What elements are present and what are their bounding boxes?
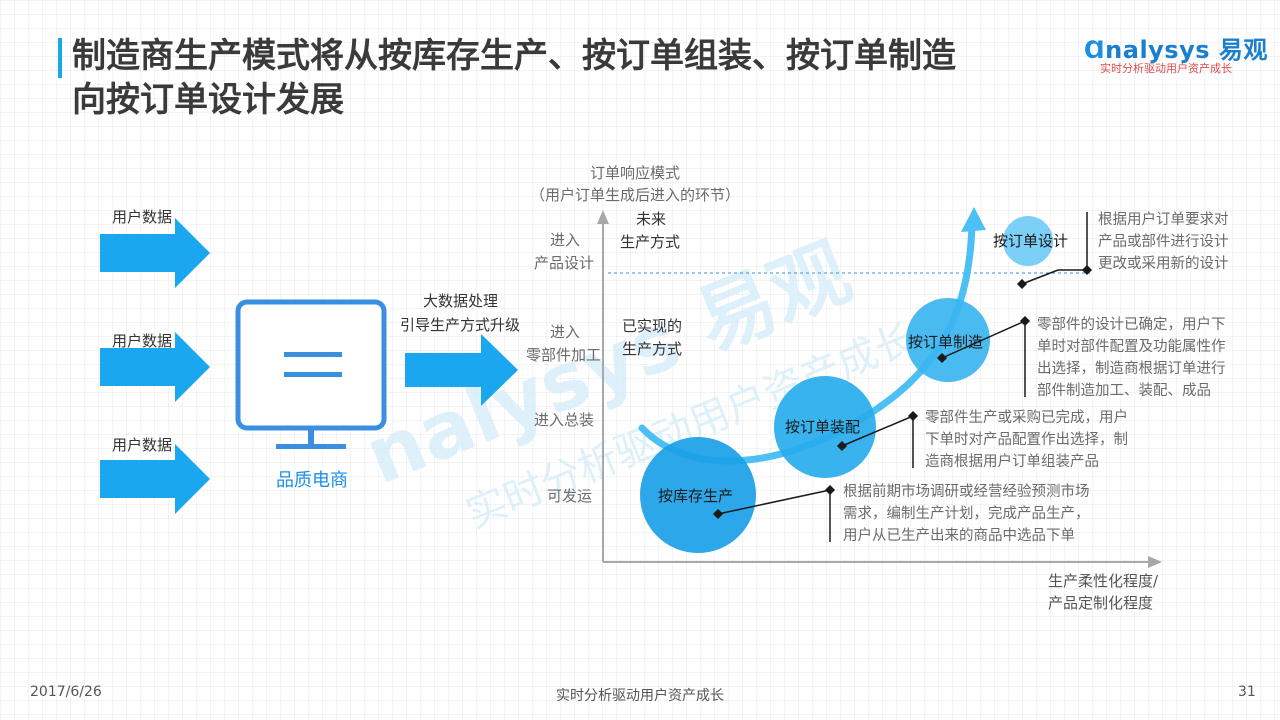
connector-build-to-stock xyxy=(712,484,836,542)
input-label-1: 用户数据 xyxy=(112,208,173,226)
x-axis-arrowhead xyxy=(1148,556,1162,568)
stage-desc-line: 出选择，制造商根据订单进行 xyxy=(1037,361,1226,377)
stage-desc-line: 更改或采用新的设计 xyxy=(1098,256,1229,272)
stage-desc-make-to-order: 零部件的设计已确定，用户下 单时对部件配置及功能属性作 出选择，制造商根据订单进… xyxy=(1037,314,1252,402)
y-axis-title-1: 订单响应模式 xyxy=(589,164,680,182)
realized-label-1: 已实现的 xyxy=(622,317,683,335)
stage-desc-line: 产品或部件进行设计 xyxy=(1098,234,1229,250)
brand-logo: Ɑnalysys 易观 xyxy=(1084,30,1268,65)
connector-make-to-order xyxy=(936,315,1031,397)
y-level-1-line-2: 产品设计 xyxy=(534,254,595,272)
y-level-4: 可发运 xyxy=(547,487,593,505)
input-arrow-2 xyxy=(100,332,210,402)
title-line-2: 向按订单设计发展 xyxy=(72,80,344,120)
y-level-1-line-1: 进入 xyxy=(550,231,581,249)
input-label-2: 用户数据 xyxy=(112,332,173,350)
stage-desc-line: 造商根据用户订单组装产品 xyxy=(925,454,1099,470)
y-level-3: 进入总装 xyxy=(534,411,595,429)
monitor-icon xyxy=(235,299,387,449)
connector-assemble-to-order xyxy=(836,410,919,468)
page-number: 31 xyxy=(1238,684,1256,700)
stage-desc-line: 根据用户订单要求对 xyxy=(1098,212,1229,228)
future-label-2: 生产方式 xyxy=(620,233,681,251)
bubble-design-to-order xyxy=(1003,216,1053,266)
y-axis-arrowhead xyxy=(597,210,609,224)
stage-desc-line: 零部件生产或采购已完成，用户 xyxy=(925,410,1128,426)
bubble-build-to-stock xyxy=(640,437,756,553)
input-arrows xyxy=(100,218,210,514)
footer-date: 2017/6/26 xyxy=(30,684,102,700)
process-label-1: 大数据处理 xyxy=(422,292,498,310)
stage-label-assemble-to-order: 按订单装配 xyxy=(785,418,861,436)
x-axis-title-1: 生产柔性化程度/ xyxy=(1048,572,1159,590)
input-arrow-3 xyxy=(100,444,210,514)
title-accent-bar xyxy=(58,38,62,78)
stage-desc-line: 部件制造加工、装配、成品 xyxy=(1037,383,1211,399)
bubble-assemble-to-order xyxy=(774,376,876,478)
y-level-2-line-1: 进入 xyxy=(550,323,581,341)
stage-label-design-to-order: 按订单设计 xyxy=(993,232,1069,250)
stage-label-make-to-order: 按订单制造 xyxy=(908,333,984,351)
logo-a-icon: Ɑ xyxy=(1084,36,1106,64)
title-line-1: 制造商生产模式将从按库存生产、按订单组装、按订单制造 xyxy=(72,36,956,76)
stage-desc-line: 单时对部件配置及功能属性作 xyxy=(1037,339,1226,355)
growth-curve-arrowhead xyxy=(961,207,986,232)
y-level-2-line-2: 零部件加工 xyxy=(526,346,602,364)
stage-desc-line: 用户从已生产出来的商品中选品下单 xyxy=(843,528,1075,544)
bubble-make-to-order xyxy=(906,298,990,382)
process-label-2: 引导生产方式升级 xyxy=(399,316,520,334)
stage-desc-assemble-to-order: 零部件生产或采购已完成，用户 下单时对产品配置作出选择，制 造商根据用户订单组装… xyxy=(925,407,1160,473)
future-label-1: 未来 xyxy=(636,210,667,228)
logo-brand-prefix: nalysys xyxy=(1105,36,1219,64)
stage-desc-line: 需求，编制生产计划，完成产品生产， xyxy=(843,506,1090,522)
input-label-3: 用户数据 xyxy=(112,436,173,454)
input-arrow-1 xyxy=(100,218,210,288)
connector-design-to-order xyxy=(1016,212,1093,290)
stage-desc-line: 下单时对产品配置作出选择，制 xyxy=(925,432,1128,448)
stage-desc-build-to-stock: 根据前期市场调研或经营经验预测市场 需求，编制生产计划，完成产品生产， 用户从已… xyxy=(843,481,1118,547)
stage-desc-line: 根据前期市场调研或经营经验预测市场 xyxy=(843,484,1090,500)
page-title: 制造商生产模式将从按库存生产、按订单组装、按订单制造 向按订单设计发展 xyxy=(72,34,1072,122)
stage-desc-line: 零部件的设计已确定，用户下 xyxy=(1037,317,1226,333)
logo-brand-cn: 易观 xyxy=(1218,36,1268,64)
platform-label: 品质电商 xyxy=(276,470,348,491)
footer-slogan: 实时分析驱动用户资产成长 xyxy=(556,688,724,704)
y-axis-title-2: （用户订单生成后进入的环节） xyxy=(529,186,740,204)
process-arrow xyxy=(405,334,518,406)
logo-slogan: 实时分析驱动用户资产成长 xyxy=(1100,62,1232,75)
stage-desc-design-to-order: 根据用户订单要求对 产品或部件进行设计 更改或采用新的设计 xyxy=(1098,209,1258,275)
realized-label-2: 生产方式 xyxy=(622,340,683,358)
stage-label-build-to-stock: 按库存生产 xyxy=(658,487,734,505)
x-axis-title-2: 产品定制化程度 xyxy=(1048,594,1154,612)
